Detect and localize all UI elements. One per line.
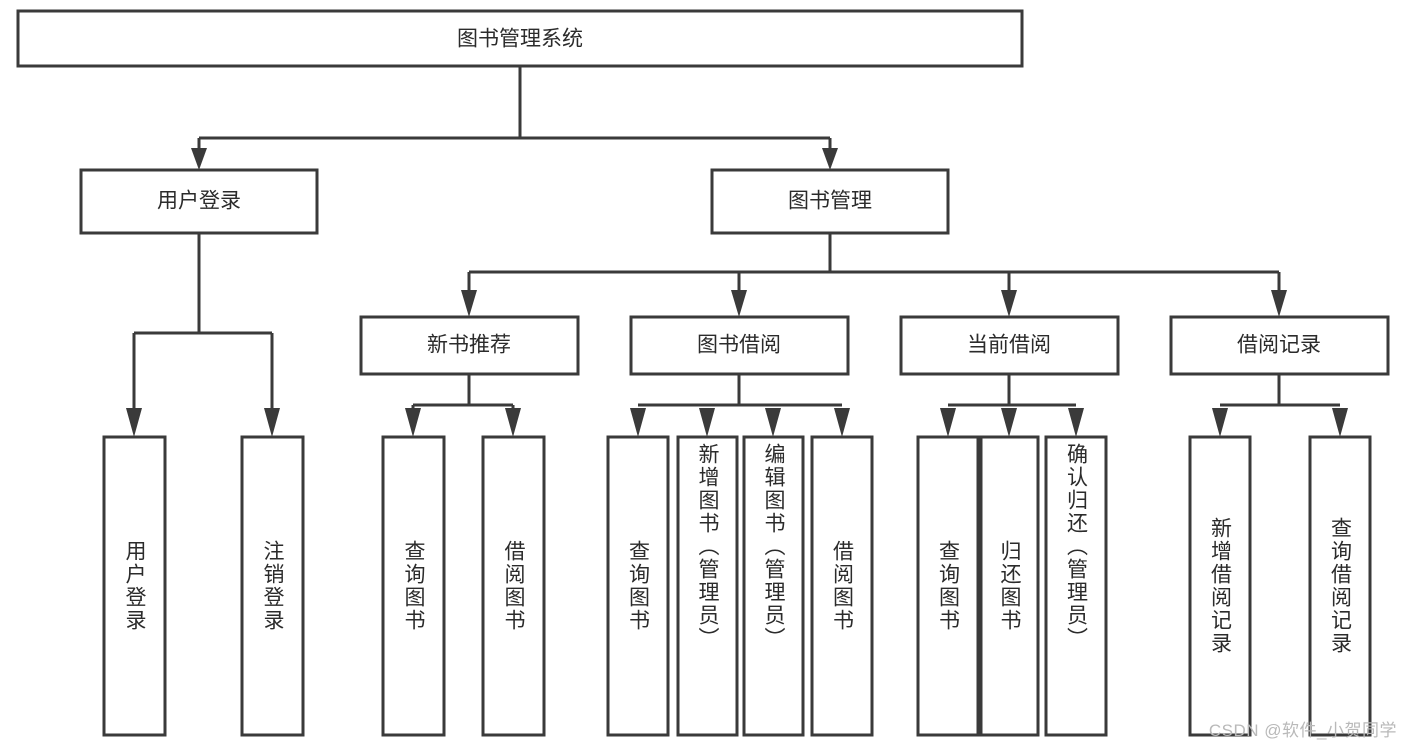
- leaf-box-borrow-record-2[interactable]: [1308, 435, 1372, 737]
- arrowhead-current-borrow-2: [1001, 408, 1017, 437]
- leaf-box-new-book-2[interactable]: [481, 435, 546, 737]
- arrowhead-root-to-book-mgmt: [822, 148, 838, 170]
- arrowhead-borrow-record-2: [1332, 408, 1348, 437]
- arrowhead-current-borrow-1: [940, 408, 956, 437]
- arrowhead-user-login-2: [264, 408, 280, 437]
- node-current-borrow-box[interactable]: [899, 315, 1120, 376]
- arrowhead-root-to-user-login: [191, 148, 207, 170]
- leaf-box-book-borrow-2[interactable]: [676, 435, 739, 737]
- node-book-management-label: 图书管理: [788, 190, 872, 213]
- leaf-box-book-borrow-1[interactable]: [606, 435, 670, 737]
- node-new-book-recommend-box[interactable]: [359, 315, 580, 376]
- leaf-box-book-borrow-4[interactable]: [810, 435, 874, 737]
- node-borrow-record-label: 借阅记录: [1237, 334, 1321, 357]
- node-root-label: 图书管理系统: [457, 28, 583, 51]
- arrowhead-new-book-1: [405, 408, 421, 437]
- arrowhead-book-borrow-2: [699, 408, 715, 437]
- arrowhead-user-login-1: [126, 408, 142, 437]
- arrowhead-new-book: [461, 290, 477, 317]
- arrowhead-borrow-record-1: [1212, 408, 1228, 437]
- node-user-login-label: 用户登录: [157, 190, 241, 213]
- node-book-borrow-label: 图书借阅: [697, 334, 781, 357]
- leaf-box-borrow-record-1[interactable]: [1188, 435, 1252, 737]
- leaf-box-current-borrow-1[interactable]: [916, 435, 980, 737]
- leaf-box-current-borrow-3[interactable]: [1044, 435, 1108, 737]
- arrowhead-book-borrow: [731, 290, 747, 317]
- node-new-book-recommend-label: 新书推荐: [427, 334, 511, 357]
- leaf-box-user-login-1[interactable]: [102, 435, 167, 737]
- node-root-box[interactable]: [16, 9, 1024, 68]
- arrowhead-borrow-record: [1271, 290, 1287, 317]
- arrowhead-current-borrow: [1001, 290, 1017, 317]
- node-borrow-record-box[interactable]: [1169, 315, 1390, 376]
- node-user-login-box[interactable]: [79, 168, 319, 235]
- arrowhead-new-book-2: [505, 408, 521, 437]
- arrowhead-book-borrow-4: [834, 408, 850, 437]
- arrowhead-book-borrow-3: [765, 408, 781, 437]
- leaf-box-book-borrow-3[interactable]: [742, 435, 805, 737]
- node-book-borrow-box[interactable]: [629, 315, 850, 376]
- leaf-box-user-login-2[interactable]: [240, 435, 305, 737]
- connector-group: [126, 66, 1348, 437]
- leaf-box-new-book-1[interactable]: [381, 435, 446, 737]
- arrowhead-book-borrow-1: [630, 408, 646, 437]
- node-book-management-box[interactable]: [710, 168, 950, 235]
- csdn-watermark: CSDN @软件_小贺同学: [1208, 721, 1397, 740]
- node-current-borrow-label: 当前借阅: [967, 334, 1051, 357]
- leaf-box-current-borrow-2[interactable]: [979, 435, 1040, 737]
- arrowhead-current-borrow-3: [1068, 408, 1084, 437]
